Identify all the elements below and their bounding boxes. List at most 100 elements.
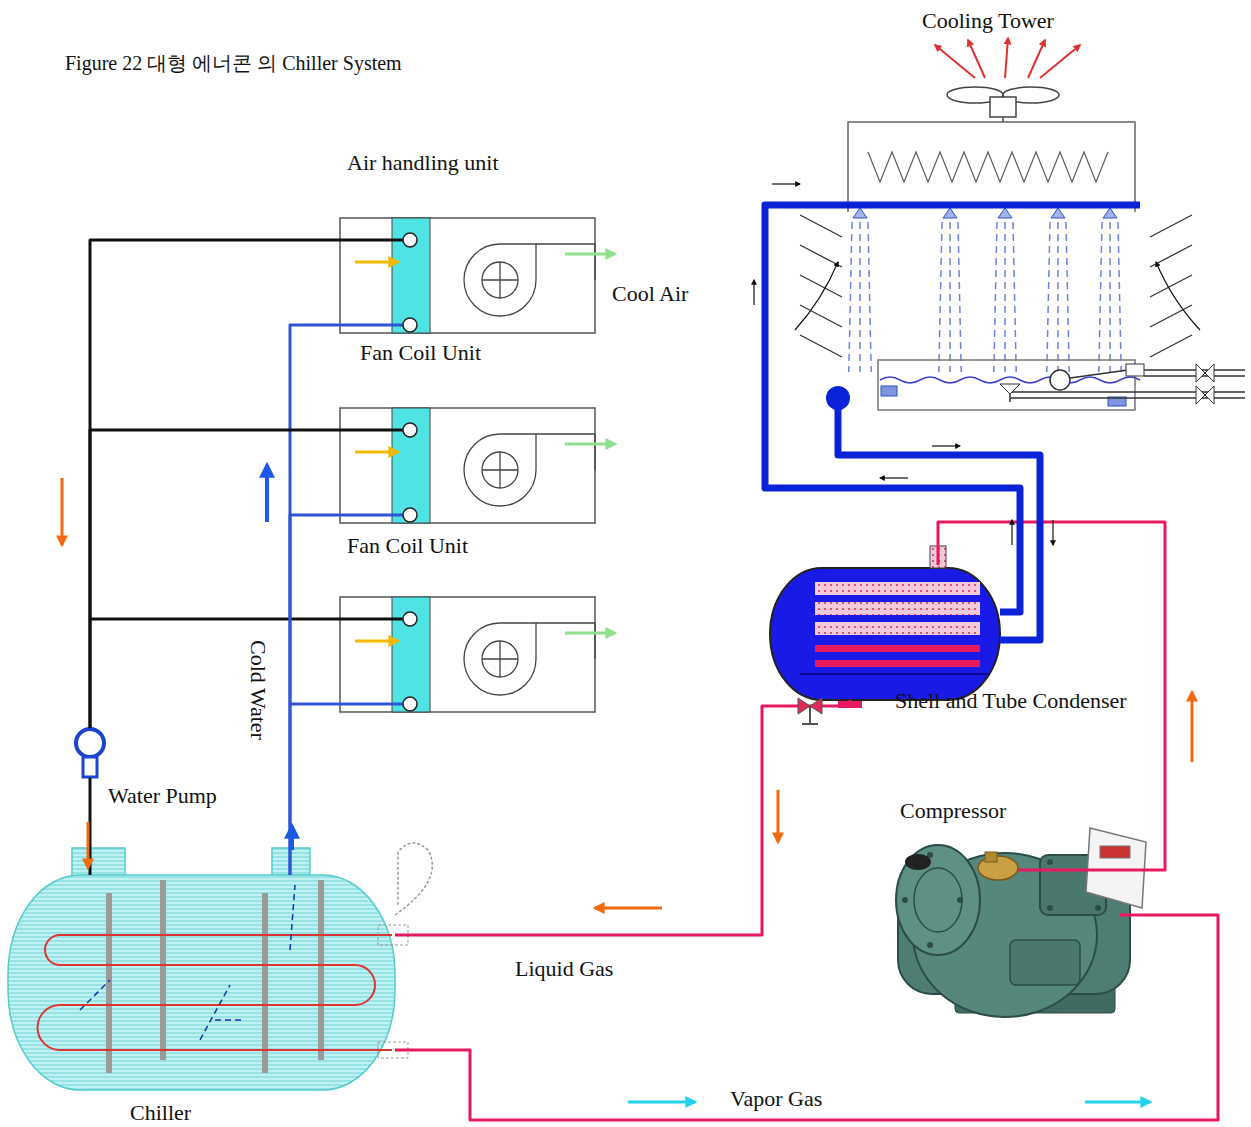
fan-coil-unit xyxy=(340,514,403,517)
cooling-tower xyxy=(1150,335,1192,357)
node-label: Air handling unit xyxy=(347,150,499,175)
cooling-tower xyxy=(878,360,1135,410)
condenser xyxy=(770,568,1000,700)
cooling-tower xyxy=(849,208,1121,372)
cooling-tower xyxy=(853,208,867,218)
cooling-tower xyxy=(1150,215,1192,237)
fan-coil-unit xyxy=(482,262,518,298)
expansion-valve xyxy=(809,706,811,724)
chiller-vessel xyxy=(262,893,268,1073)
condenser xyxy=(770,546,1000,708)
fan-coil-unit xyxy=(340,408,595,523)
air-arrow xyxy=(565,443,615,446)
water-flow-arrow xyxy=(1052,520,1053,545)
air-arrow xyxy=(565,632,615,635)
fan-coil-unit xyxy=(464,244,536,316)
flow-arrow xyxy=(1085,1101,1150,1104)
compressor-body xyxy=(896,828,1150,1017)
compressor-body xyxy=(985,852,997,862)
compressor-body xyxy=(896,845,980,955)
condenser xyxy=(815,660,980,667)
cooling-tower xyxy=(790,87,1245,410)
compressor-body xyxy=(905,854,931,870)
water-pump-symbol xyxy=(83,757,97,777)
cooling-tower xyxy=(949,222,951,372)
cooling-tower xyxy=(1150,305,1192,327)
cooling-tower xyxy=(1050,370,1070,390)
flow-arrow xyxy=(290,826,294,850)
water-pump-symbol xyxy=(76,729,104,777)
compressor-body xyxy=(1120,914,1150,917)
cooling-tower xyxy=(1047,222,1050,372)
compressor-body xyxy=(902,897,908,903)
fan-coil-unit xyxy=(536,434,595,470)
fan-coil-unit xyxy=(392,597,430,712)
cooling-tower xyxy=(1070,370,1128,378)
cooling-tower xyxy=(1000,384,1020,394)
compressor-body xyxy=(1095,905,1101,911)
fan-coil-unit xyxy=(340,618,403,621)
compressor-body xyxy=(1047,859,1053,865)
air-handling-unit: Air handling unitFan Coil Unit xyxy=(340,218,595,333)
compressor-body xyxy=(1086,828,1146,908)
return-water-pipe xyxy=(89,778,92,875)
air-arrow xyxy=(565,253,615,256)
compressor-body xyxy=(978,856,1018,880)
compressor-body xyxy=(927,942,933,948)
condenser xyxy=(815,602,980,615)
air-arrow xyxy=(355,640,398,643)
pipe xyxy=(90,619,340,704)
flow-arrow xyxy=(265,465,269,522)
cooling-tower xyxy=(1013,222,1016,372)
exhaust-arrow xyxy=(1028,40,1045,78)
expansion-valve xyxy=(798,698,822,724)
cooling-tower xyxy=(994,222,997,372)
node-label: Shell and Tube Condenser xyxy=(895,688,1127,713)
cooling-tower xyxy=(800,215,1192,357)
cooling-tower xyxy=(1051,208,1065,218)
exhaust-arrow xyxy=(1040,45,1080,78)
cooling-tower xyxy=(1002,117,1004,122)
fan-coil-unit xyxy=(403,612,417,626)
condenser-water-pipe xyxy=(838,410,1040,640)
fan-coil-unit xyxy=(464,623,536,695)
compressor: Compressor xyxy=(885,830,1150,1025)
node-label: Water Pump xyxy=(108,783,217,808)
cooling-tower xyxy=(1144,375,1245,377)
flow-arrow xyxy=(595,907,662,910)
cooling-tower xyxy=(958,222,961,372)
exhaust-arrow xyxy=(935,38,1080,78)
cold-water-pipe xyxy=(290,325,340,875)
compressor-body xyxy=(1005,869,1150,872)
cooling-tower xyxy=(880,377,1140,383)
water-pump: Water Pump xyxy=(72,728,108,778)
air-flow-arrow xyxy=(795,262,838,330)
cooling-tower xyxy=(1057,222,1059,372)
flow-arrow xyxy=(777,790,780,842)
cooling-tower xyxy=(868,152,1108,182)
fan-coil-unit xyxy=(340,239,403,242)
condenser xyxy=(815,622,980,635)
condenser-water-pipe xyxy=(765,205,1020,612)
fan-coil-unit xyxy=(403,697,417,711)
water-flow-arrow xyxy=(880,477,908,478)
cooling-tower: Cooling Tower xyxy=(790,95,1140,410)
fan-coil-unit xyxy=(482,452,518,488)
water-flow-arrow xyxy=(932,445,960,446)
fan-coil-unit xyxy=(403,423,417,437)
flow-arrow xyxy=(1191,692,1194,762)
fan-coil-unit xyxy=(464,434,536,506)
node-label: Chiller xyxy=(130,1100,191,1125)
cooling-tower xyxy=(800,215,842,237)
fan-coil-unit xyxy=(403,508,417,522)
cooling-tower xyxy=(1150,275,1192,297)
compressor-body xyxy=(1047,905,1053,911)
annotation-label: Cool Air xyxy=(612,281,688,306)
cooling-tower xyxy=(939,222,942,372)
refrigerant-pipe xyxy=(395,915,1218,1120)
pipe xyxy=(290,703,340,706)
exhaust-arrow xyxy=(1005,38,1008,78)
air-arrow xyxy=(355,254,615,641)
